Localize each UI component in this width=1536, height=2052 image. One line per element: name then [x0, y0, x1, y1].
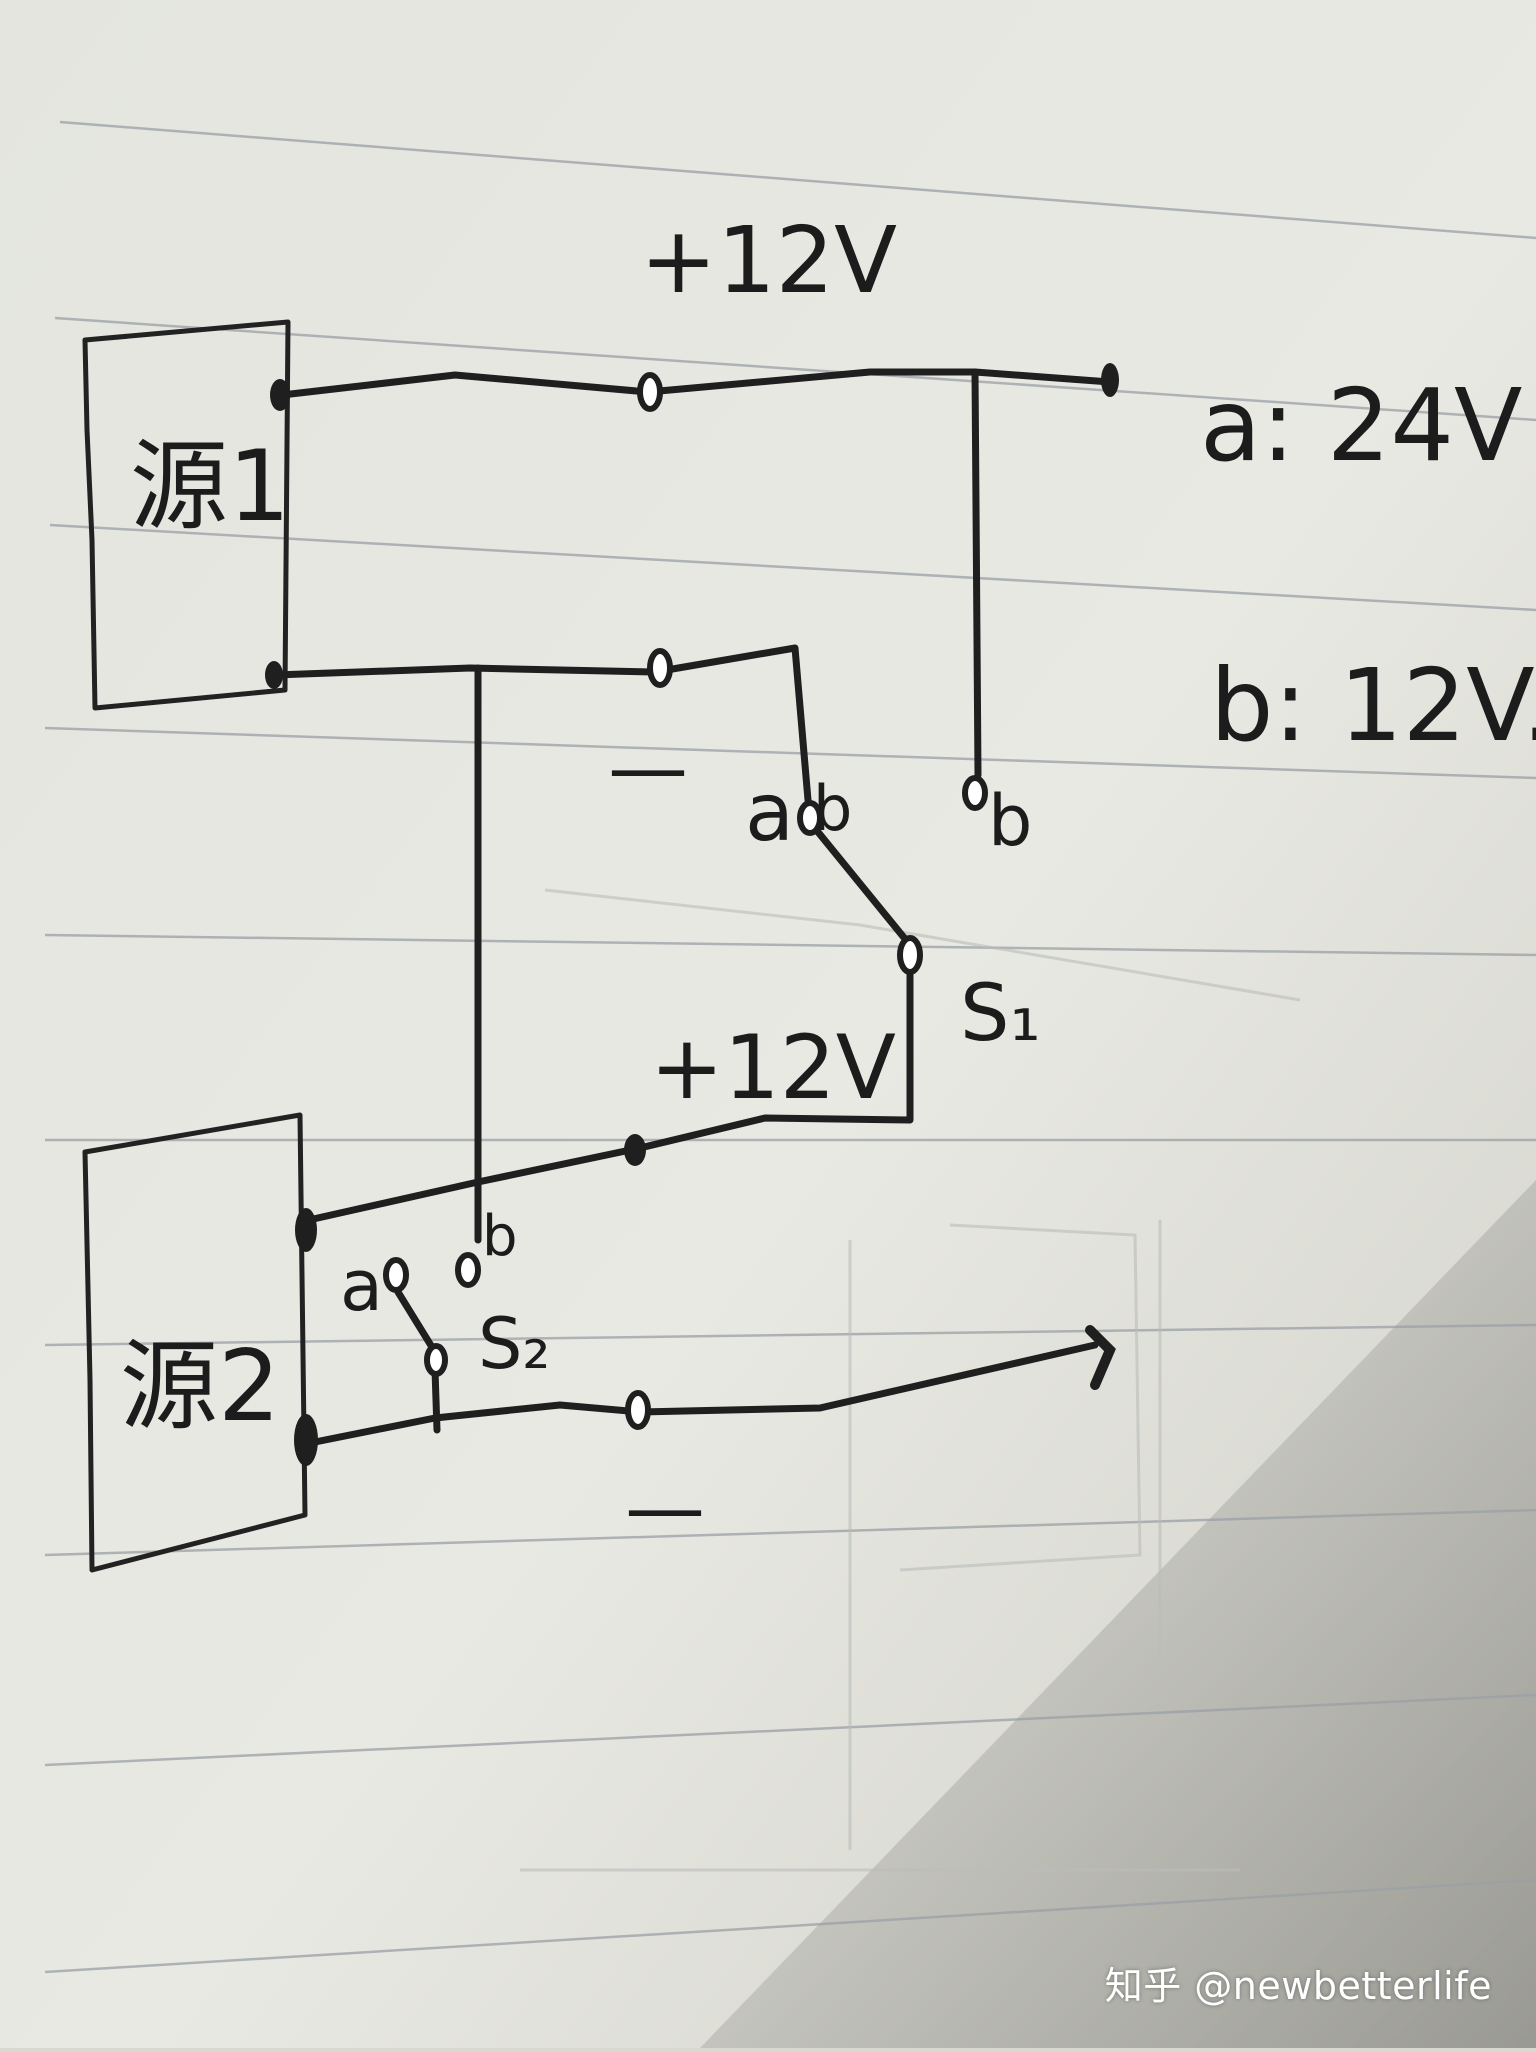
- source2-label: 源2: [120, 1330, 280, 1444]
- top-plus-terminal: [637, 372, 663, 412]
- wire-bottom-minus: [296, 1341, 1099, 1449]
- legend-a-label: a: 24V: [1200, 367, 1522, 484]
- s2-lever: [394, 1288, 439, 1356]
- s2-b-label: b: [482, 1204, 518, 1269]
- mid-plus-terminal: [624, 1134, 646, 1166]
- source1-box: [82, 319, 291, 711]
- s1-lever: [814, 828, 914, 949]
- bottom-minus-label: —: [625, 1461, 705, 1554]
- wire-mid-plus: [296, 958, 914, 1226]
- show-through-marks: [520, 888, 1301, 1872]
- s2-a-label: a: [340, 1245, 383, 1327]
- labels: +12V — +12V — a: 24V b: 12V. a b b S₁ a …: [340, 207, 1536, 1554]
- source1-minus-node: [265, 661, 283, 689]
- s2-label: S₂: [478, 1303, 551, 1385]
- s1-label: S₁: [960, 969, 1041, 1059]
- mid-plus-label: +12V: [650, 1016, 896, 1119]
- s1-b2-label: b: [988, 780, 1032, 862]
- s2-b-contact: [455, 1252, 481, 1288]
- s1-b-label: b: [813, 772, 852, 845]
- s1-a-label: a: [745, 766, 794, 859]
- shadow: [700, 1180, 1536, 2048]
- legend-b-label: b: 12V.: [1210, 647, 1536, 764]
- s1-a-contact: [797, 800, 823, 836]
- s2-common: [431, 1366, 441, 1434]
- top-minus-terminal: [647, 648, 673, 688]
- s2-common-contact: [424, 1343, 448, 1377]
- terminals: [265, 363, 1119, 1466]
- output-a-node: [1101, 363, 1119, 397]
- wire-top-plus: [278, 368, 1114, 399]
- wires: [271, 368, 1114, 1449]
- s1-b-contact: [962, 775, 988, 811]
- top-minus-label: —: [608, 721, 688, 814]
- watermark: 知乎 @newbetterlife: [1104, 1964, 1492, 2008]
- source2-plus-node: [295, 1208, 317, 1252]
- source2-box: [82, 1112, 308, 1573]
- source1-label: 源1: [130, 430, 290, 544]
- wire-to-s1-b: [971, 368, 982, 779]
- output-b-node: [1085, 1325, 1116, 1390]
- source2-minus-node: [294, 1414, 318, 1466]
- ruled-lines: [44, 120, 1536, 1974]
- bottom-minus-terminal: [625, 1390, 651, 1430]
- top-plus-label: +12V: [640, 207, 897, 314]
- source1-plus-node: [270, 379, 290, 411]
- s1-common-contact: [897, 935, 923, 975]
- s2-a-contact: [383, 1257, 409, 1293]
